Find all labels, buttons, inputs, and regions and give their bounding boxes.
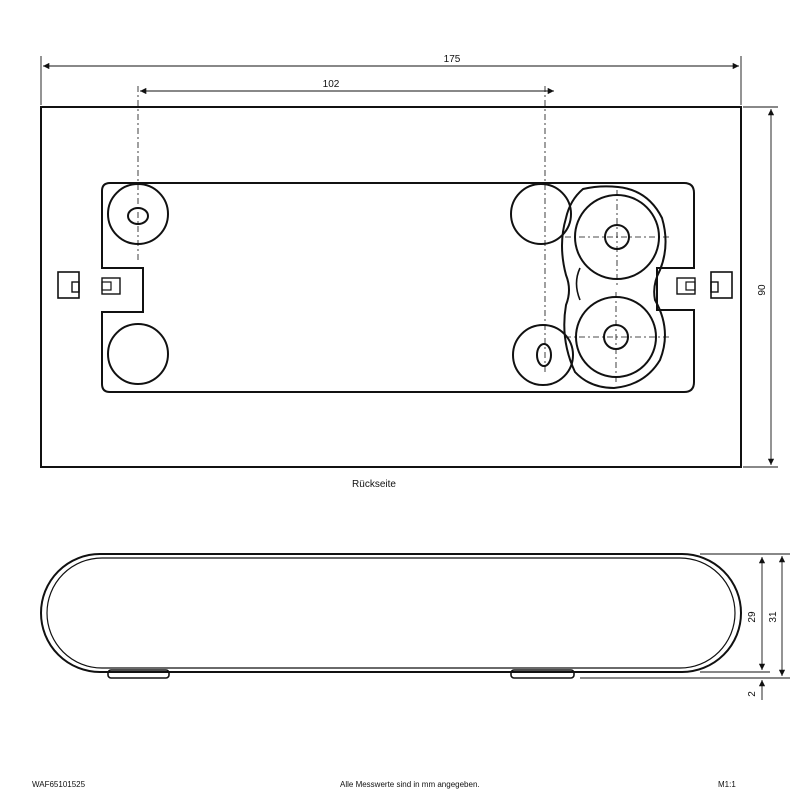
outer-plate-outline [40,106,742,468]
dimension-height: 90 [743,106,778,468]
dimension-label-102: 102 [323,79,340,90]
dimension-overall-width: 175 [40,54,742,105]
left-outer-clip [57,271,80,299]
dimension-label-29: 29 [747,611,758,623]
dimension-hole-spacing: 102 [140,79,554,95]
dimension-side-body-height: 29 [747,557,766,670]
side-body-inner [46,557,736,669]
foot-left [107,669,170,679]
mounting-boss-bottom-right [512,324,574,386]
dimension-side-total-height: 31 [768,556,786,676]
dimension-label-31: 31 [768,611,779,623]
dimension-label-90: 90 [757,284,768,296]
back-view: 175 102 90 Rückseite [40,54,778,490]
cable-entry-housing [561,185,667,390]
right-outer-clip [710,271,733,299]
scale-label: M1:1 [718,780,736,789]
dimension-label-2: 2 [747,691,758,697]
measurement-note: Alle Messwerte sind in mm angegeben. [340,780,480,789]
inner-recess-outline [101,182,695,393]
side-body-outer [40,553,742,673]
dimension-foot-height: 2 [747,680,766,700]
mounting-boss-bottom-left [107,323,169,385]
dimension-label-175: 175 [444,54,461,65]
part-number: WAF65101525 [32,780,86,789]
center-lines [137,86,670,385]
screw-slot-bottom-right [536,343,552,367]
foot-right [510,669,575,679]
mounting-boss-top-right [510,183,572,245]
back-view-label: Rückseite [352,479,396,490]
side-view: 29 31 2 [40,553,790,700]
